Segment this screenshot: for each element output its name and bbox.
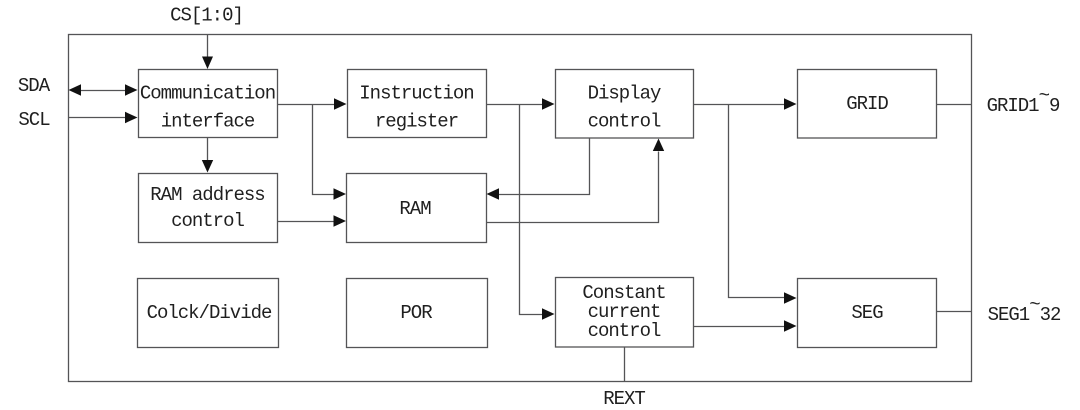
svg-text:SEG: SEG (851, 302, 883, 324)
svg-text:Colck/Divide: Colck/Divide (147, 302, 272, 324)
svg-text:control: control (171, 210, 244, 232)
svg-text:Communication: Communication (140, 83, 275, 105)
svg-text:RAM: RAM (399, 198, 431, 220)
svg-text:interface: interface (161, 111, 255, 133)
svg-text:POR: POR (400, 302, 432, 324)
svg-text:register: register (375, 111, 458, 133)
svg-text:Constant: Constant (582, 282, 665, 304)
svg-text:Instruction: Instruction (359, 83, 473, 105)
svg-text:control: control (588, 320, 661, 342)
svg-text:GRID: GRID (846, 93, 888, 115)
svg-text:SDA: SDA (18, 75, 51, 97)
svg-text:current: current (588, 301, 661, 323)
svg-text:CS[1:0]: CS[1:0] (170, 5, 243, 27)
svg-text:SCL: SCL (18, 109, 50, 131)
svg-text:Display: Display (588, 83, 661, 105)
svg-text:control: control (588, 111, 661, 133)
svg-text:REXT: REXT (603, 388, 645, 410)
svg-text:RAM address: RAM address (150, 184, 264, 206)
